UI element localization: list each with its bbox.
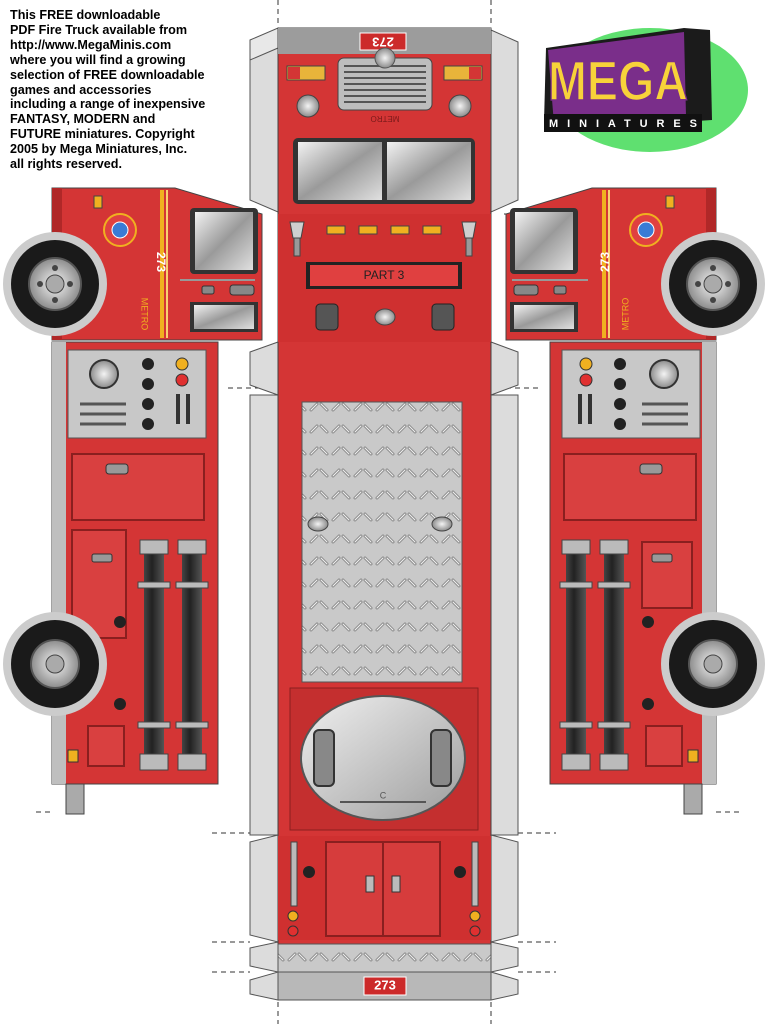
copyright-notice: This FREE downloadable PDF Fire Truck av… <box>10 8 206 172</box>
left-side-panel <box>3 187 263 815</box>
logo-main-text: MEGA <box>548 49 688 112</box>
front-unit-number: 273 <box>372 35 394 50</box>
right-door-unit-number: 273 <box>598 252 612 272</box>
logo-sub-text: MINIATURES <box>549 118 697 130</box>
right-side-panel <box>505 187 765 815</box>
left-door-company: METRO <box>140 298 150 331</box>
center-strip <box>249 27 519 1001</box>
rear-unit-number: 273 <box>374 977 396 992</box>
mega-miniatures-logo: MEGA MINIATURES <box>544 28 748 152</box>
left-door-unit-number: 273 <box>154 252 168 272</box>
front-company-label: METRO <box>371 114 400 123</box>
tank-letter: C <box>380 790 387 800</box>
right-door-company: METRO <box>620 298 630 331</box>
part-label: PART 3 <box>364 268 405 282</box>
